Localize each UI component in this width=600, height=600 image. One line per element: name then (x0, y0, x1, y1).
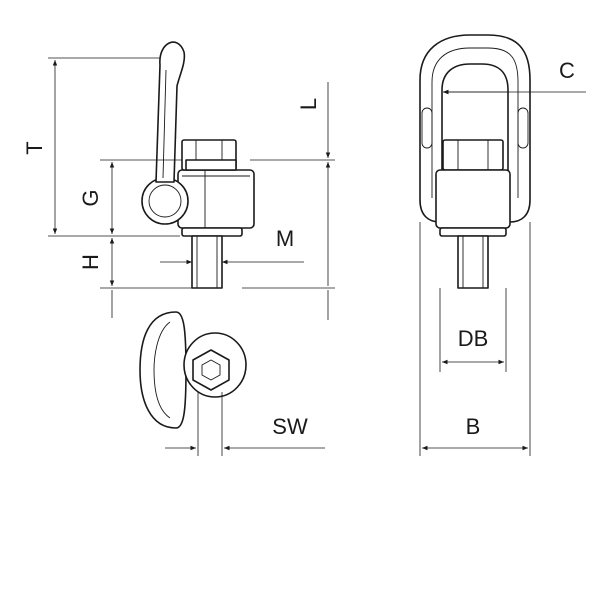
label-g: G (78, 189, 103, 206)
side-body (177, 169, 255, 229)
front-body (435, 169, 511, 229)
side-collar (181, 227, 243, 237)
front-thread (457, 235, 489, 289)
dimension-labels: T G H L M C DB SW B (22, 58, 575, 439)
label-t: T (22, 141, 47, 154)
top-ring-loop (139, 311, 187, 429)
label-c: C (559, 58, 575, 83)
label-l: L (296, 98, 321, 110)
side-lever (155, 41, 186, 183)
side-thread (191, 235, 223, 289)
top-view (139, 311, 247, 429)
label-sw: SW (272, 414, 308, 439)
label-m: M (276, 226, 294, 251)
top-hex-socket (192, 349, 230, 391)
label-h: H (78, 254, 103, 270)
label-db: DB (458, 326, 489, 351)
front-view (419, 34, 531, 289)
label-b: B (466, 414, 481, 439)
side-view (141, 41, 255, 289)
front-hex-nut (442, 139, 504, 171)
dimension-lines (48, 57, 586, 456)
